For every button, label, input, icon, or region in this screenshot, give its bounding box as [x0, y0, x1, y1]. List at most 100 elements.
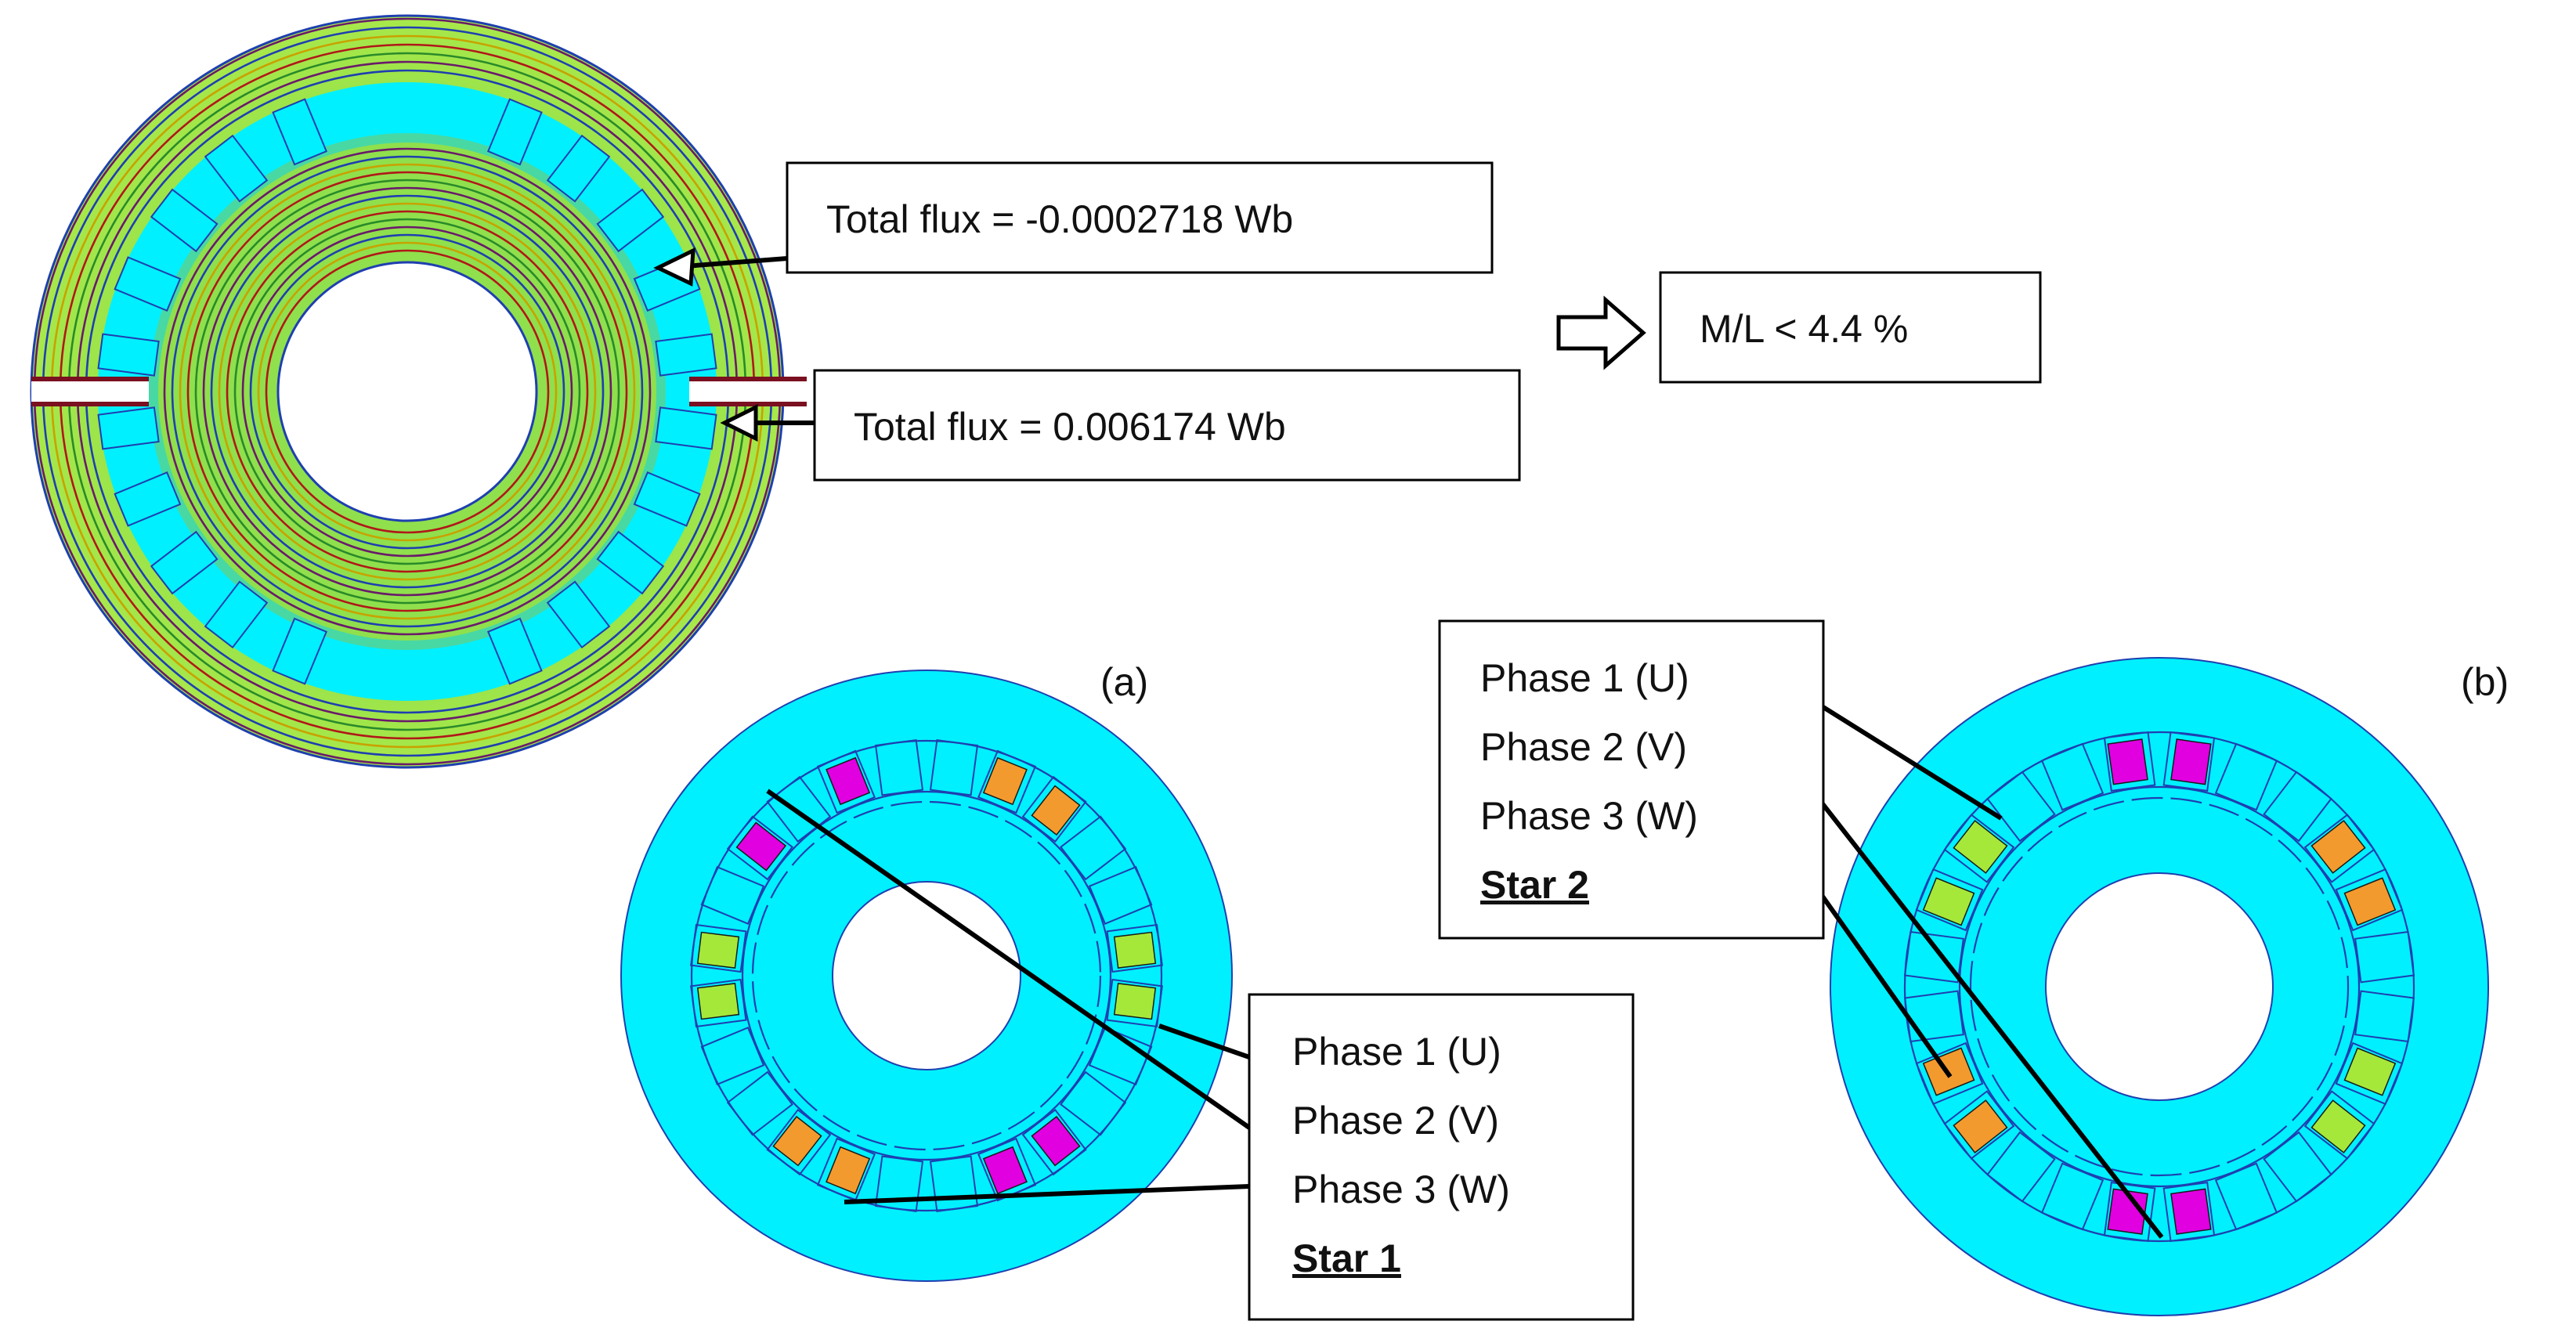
motor-b-slot: [2040, 742, 2105, 811]
motor-a-winding-coil: [772, 1115, 822, 1167]
motor-a-slot: [874, 739, 924, 796]
motor-a-slot: [977, 1137, 1037, 1202]
motor-a-slot-ring-outer: [690, 739, 1163, 1212]
rotor-flux-line: [233, 218, 581, 565]
label-a: (a): [1100, 660, 1148, 704]
motor-a-slot: [1060, 815, 1127, 881]
motor-b-shaft-bore: [2045, 872, 2274, 1101]
flux-top-text: Total flux = -0.0002718 Wb: [826, 197, 1293, 241]
star1-leader-w: [844, 1184, 1250, 1204]
motor-b-winding-coil: [2310, 820, 2366, 874]
field-slot: [272, 617, 328, 685]
motor-a: [620, 670, 1233, 1282]
motor-b-slot: [2335, 868, 2404, 932]
rotor-flux-line: [210, 194, 605, 589]
rotor-flux-line: [265, 249, 550, 534]
motor-a-winding-coil: [1031, 1115, 1081, 1167]
star2-phase3: Phase 3 (W): [1480, 794, 1698, 838]
motor-a-winding-coil: [1113, 931, 1157, 969]
motor-a-slot: [766, 775, 832, 843]
field-slot: [546, 580, 611, 649]
rotor-flux-line: [194, 179, 620, 605]
motor-b-winding-coil: [2170, 1188, 2212, 1235]
motor-a-slot: [977, 749, 1037, 814]
motor-a-slot: [700, 1026, 765, 1086]
motor-b-rotor-edge: [1969, 796, 2350, 1177]
field-gap-left: [31, 379, 149, 404]
field-slot: [114, 256, 182, 312]
motor-b-slot: [2354, 990, 2415, 1043]
motor-a-winding-coil: [1031, 785, 1081, 836]
motor-b-slot: [1943, 814, 2015, 883]
star2-phase2: Phase 2 (V): [1480, 725, 1687, 769]
motor-b-slot: [1903, 930, 1964, 984]
field-slot: [150, 188, 219, 253]
motor-a-winding-coil: [826, 1146, 871, 1195]
star1-phase2: Phase 2 (V): [1292, 1099, 1499, 1142]
motor-b-slot: [2162, 731, 2216, 792]
motor-a-winding-coil: [982, 756, 1028, 806]
motor-b-winding-coil: [1922, 877, 1975, 926]
motor-a-slot: [726, 815, 793, 881]
rotor-flux-line: [249, 233, 565, 550]
field-stator-slots: [97, 98, 717, 685]
motor-a-slot: [726, 1070, 793, 1136]
motor-b-winding-coil: [1953, 820, 2008, 874]
flux-bottom-box: [813, 369, 1521, 482]
flux-bottom-arrowhead: [720, 403, 758, 442]
field-gap-right: [689, 379, 807, 404]
rotor-flux-line: [257, 241, 558, 542]
rotor-flux-line: [186, 171, 628, 612]
motor-b-slot: [2335, 1041, 2404, 1106]
motor-b-winding-coil: [2343, 1047, 2397, 1096]
motor-a-slot: [766, 1109, 832, 1176]
motor-a-slot: [816, 749, 876, 814]
field-flux-lines: [33, 17, 782, 766]
motor-b-slot: [2103, 731, 2156, 792]
field-slot: [486, 98, 543, 166]
field-slot: [114, 471, 182, 527]
motor-b-winding-coil: [2107, 738, 2148, 785]
flux-bottom-text: Total flux = 0.006174 Wb: [854, 405, 1286, 449]
field-slot: [204, 134, 269, 203]
motor-a-slot: [1060, 1070, 1127, 1136]
flux-top-pointer: [685, 256, 788, 269]
rotor-flux-line: [171, 155, 644, 628]
motor-a-slots: [690, 739, 1163, 1212]
star1-phase3: Phase 3 (W): [1292, 1168, 1510, 1211]
motor-b-winding-coil: [2170, 738, 2212, 785]
motor-a-slot: [690, 978, 747, 1028]
field-slot: [596, 188, 665, 253]
motor-b-slot-ring-inner: [1958, 785, 2361, 1188]
field-slot: [633, 471, 701, 527]
field-slot: [204, 580, 269, 649]
flux-top-arrowhead: [653, 247, 695, 287]
motor-a-slot: [816, 1137, 876, 1202]
motor-b-slot: [2354, 930, 2415, 984]
motor-a-slot: [700, 865, 765, 926]
motor-a-slot: [1106, 978, 1163, 1028]
motor-a-slot: [874, 1155, 924, 1212]
star1-leader-u: [1158, 1023, 1250, 1059]
motor-b-slot: [2303, 814, 2375, 883]
motor-b-slot: [1986, 1131, 2056, 1203]
motor-a-slot: [929, 1155, 979, 1212]
motor-a-slot: [1021, 775, 1087, 843]
motor-b-slot: [2214, 742, 2278, 811]
motor-a-slot: [929, 739, 979, 796]
rotor-flux-line: [179, 163, 636, 620]
motor-b-winding-coil: [2343, 877, 2397, 926]
motor-b-slot: [2263, 1131, 2332, 1203]
motor-a-slot: [1088, 865, 1153, 926]
star1-title: Star 1: [1292, 1236, 1401, 1280]
motor-b-slot: [1943, 1090, 2015, 1160]
motor-b-slot: [1915, 868, 1984, 932]
star2-legend-box: [1438, 619, 1825, 940]
field-slot: [97, 406, 160, 450]
field-slot: [486, 617, 543, 685]
field-slot: [150, 530, 219, 595]
rotor-flux-line: [163, 147, 652, 636]
motor-a-winding-coil: [826, 756, 871, 806]
